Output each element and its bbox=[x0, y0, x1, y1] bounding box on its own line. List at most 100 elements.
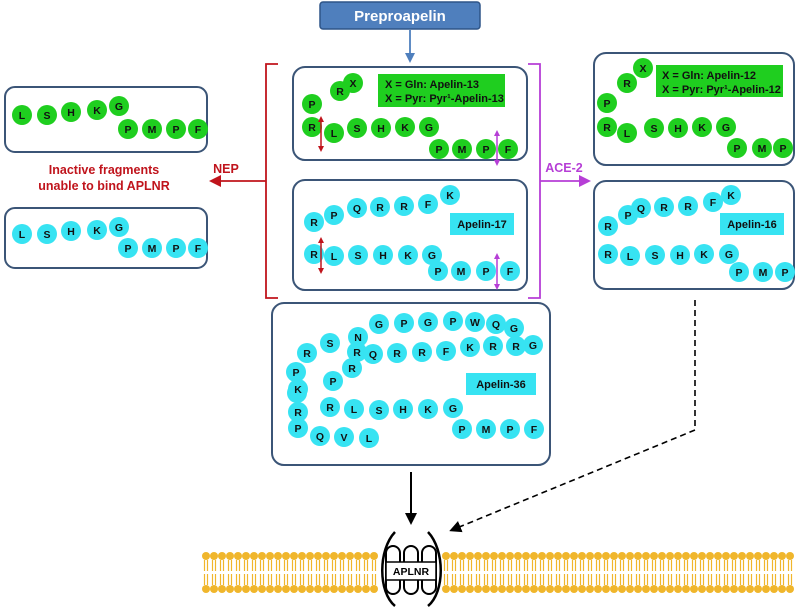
residue-letter: M bbox=[482, 424, 491, 436]
residue-circle bbox=[523, 335, 543, 355]
residue-letter: M bbox=[758, 143, 767, 155]
lipid-tail bbox=[707, 574, 713, 585]
lipid-tail bbox=[451, 574, 457, 585]
lipid-head bbox=[682, 585, 690, 593]
lipid-head bbox=[290, 585, 298, 593]
residue-circle bbox=[61, 221, 81, 241]
lipid-head bbox=[218, 585, 226, 593]
lipid-tail bbox=[531, 574, 537, 585]
residue-letter: L bbox=[627, 251, 634, 263]
residue-letter: V bbox=[340, 432, 347, 444]
residue-letter: P bbox=[172, 243, 179, 255]
residue-circle bbox=[286, 362, 306, 382]
lipid-tail bbox=[227, 560, 233, 571]
lipid-tail bbox=[683, 574, 689, 585]
lipid-head bbox=[306, 585, 314, 593]
lipid-tail bbox=[219, 560, 225, 571]
residue-letter: F bbox=[507, 266, 514, 278]
lipid-tail bbox=[475, 574, 481, 585]
residue-letter: N bbox=[354, 332, 362, 344]
residue-circle bbox=[363, 344, 383, 364]
lipid-head bbox=[530, 552, 538, 560]
lipid-tail bbox=[307, 574, 313, 585]
lipid-head bbox=[650, 585, 658, 593]
apelin12-label-line2: X = Pyr: Pyr¹-Apelin-12 bbox=[662, 84, 781, 96]
cell-membrane bbox=[202, 552, 794, 593]
lipid-tail bbox=[259, 574, 265, 585]
lipid-head bbox=[338, 585, 346, 593]
residue-letter: R bbox=[310, 249, 318, 261]
residue-letter: P bbox=[294, 423, 301, 435]
lipid-tail bbox=[267, 574, 273, 585]
residue-circle bbox=[452, 419, 472, 439]
residue-circle bbox=[633, 58, 653, 78]
residue-letter: G bbox=[449, 403, 457, 415]
lipid-head bbox=[258, 585, 266, 593]
lipid-head bbox=[266, 585, 274, 593]
lipid-head bbox=[538, 552, 546, 560]
residue-letter: S bbox=[375, 405, 382, 417]
apelin13-label-line2: X = Pyr: Pyr¹-Apelin-13 bbox=[385, 93, 504, 105]
lipid-head bbox=[602, 552, 610, 560]
residue-circle bbox=[486, 314, 506, 334]
residue-circle bbox=[12, 105, 32, 125]
lipid-head bbox=[314, 585, 322, 593]
residue-circle bbox=[436, 341, 456, 361]
lipid-tail bbox=[635, 574, 641, 585]
residue-circle bbox=[476, 419, 496, 439]
apelin36-residues: LVQPRGPRSKRNGPGPWQGGRRKFRRQRPRLSHKGPMPF bbox=[286, 311, 544, 448]
lipid-head bbox=[634, 585, 642, 593]
lipid-tail bbox=[659, 574, 665, 585]
lipid-head bbox=[322, 552, 330, 560]
lipid-head bbox=[762, 585, 770, 593]
lipid-tail bbox=[555, 574, 561, 585]
lipid-head bbox=[474, 585, 482, 593]
lipid-tail bbox=[219, 574, 225, 585]
residue-letter: R bbox=[603, 122, 611, 134]
lipid-head bbox=[354, 552, 362, 560]
residue-letter: L bbox=[331, 251, 338, 263]
lipid-head bbox=[730, 585, 738, 593]
lipid-tail bbox=[731, 560, 737, 571]
lipid-tail bbox=[555, 560, 561, 571]
lipid-head bbox=[298, 585, 306, 593]
preproapelin-box: Preproapelin bbox=[319, 1, 481, 30]
residue-circle bbox=[393, 399, 413, 419]
lipid-head bbox=[490, 552, 498, 560]
preproapelin-label: Preproapelin bbox=[354, 8, 446, 25]
lipid-tail bbox=[779, 574, 785, 585]
residue-circle bbox=[297, 343, 317, 363]
lipid-tail bbox=[667, 560, 673, 571]
residue-letter: W bbox=[470, 317, 480, 329]
residue-letter: P bbox=[434, 266, 441, 278]
residue-letter: X bbox=[639, 63, 646, 75]
residue-circle bbox=[302, 117, 322, 137]
apelin36-label-box: Apelin-36 bbox=[466, 373, 536, 395]
lipid-tail bbox=[691, 574, 697, 585]
lipid-head bbox=[330, 585, 338, 593]
residue-letter: M bbox=[759, 267, 768, 279]
residue-letter: H bbox=[399, 404, 407, 416]
lipid-head bbox=[626, 552, 634, 560]
lipid-head bbox=[514, 552, 522, 560]
residue-letter: R bbox=[348, 363, 356, 375]
residue-letter: P bbox=[292, 367, 299, 379]
residue-circle bbox=[359, 428, 379, 448]
residue-letter: P bbox=[506, 424, 513, 436]
lipid-head bbox=[282, 552, 290, 560]
residue-letter: P bbox=[482, 144, 489, 156]
residue-circle bbox=[347, 198, 367, 218]
lipid-tail bbox=[331, 560, 337, 571]
lipid-head bbox=[234, 585, 242, 593]
lipid-head bbox=[786, 552, 794, 560]
residue-letter: R bbox=[353, 347, 361, 359]
lipid-tail bbox=[531, 560, 537, 571]
lipid-tail bbox=[475, 560, 481, 571]
residue-circle bbox=[500, 261, 520, 281]
residue-letter: H bbox=[377, 123, 385, 135]
residue-circle bbox=[617, 73, 637, 93]
residue-letter: H bbox=[67, 226, 75, 238]
residue-circle bbox=[524, 419, 544, 439]
